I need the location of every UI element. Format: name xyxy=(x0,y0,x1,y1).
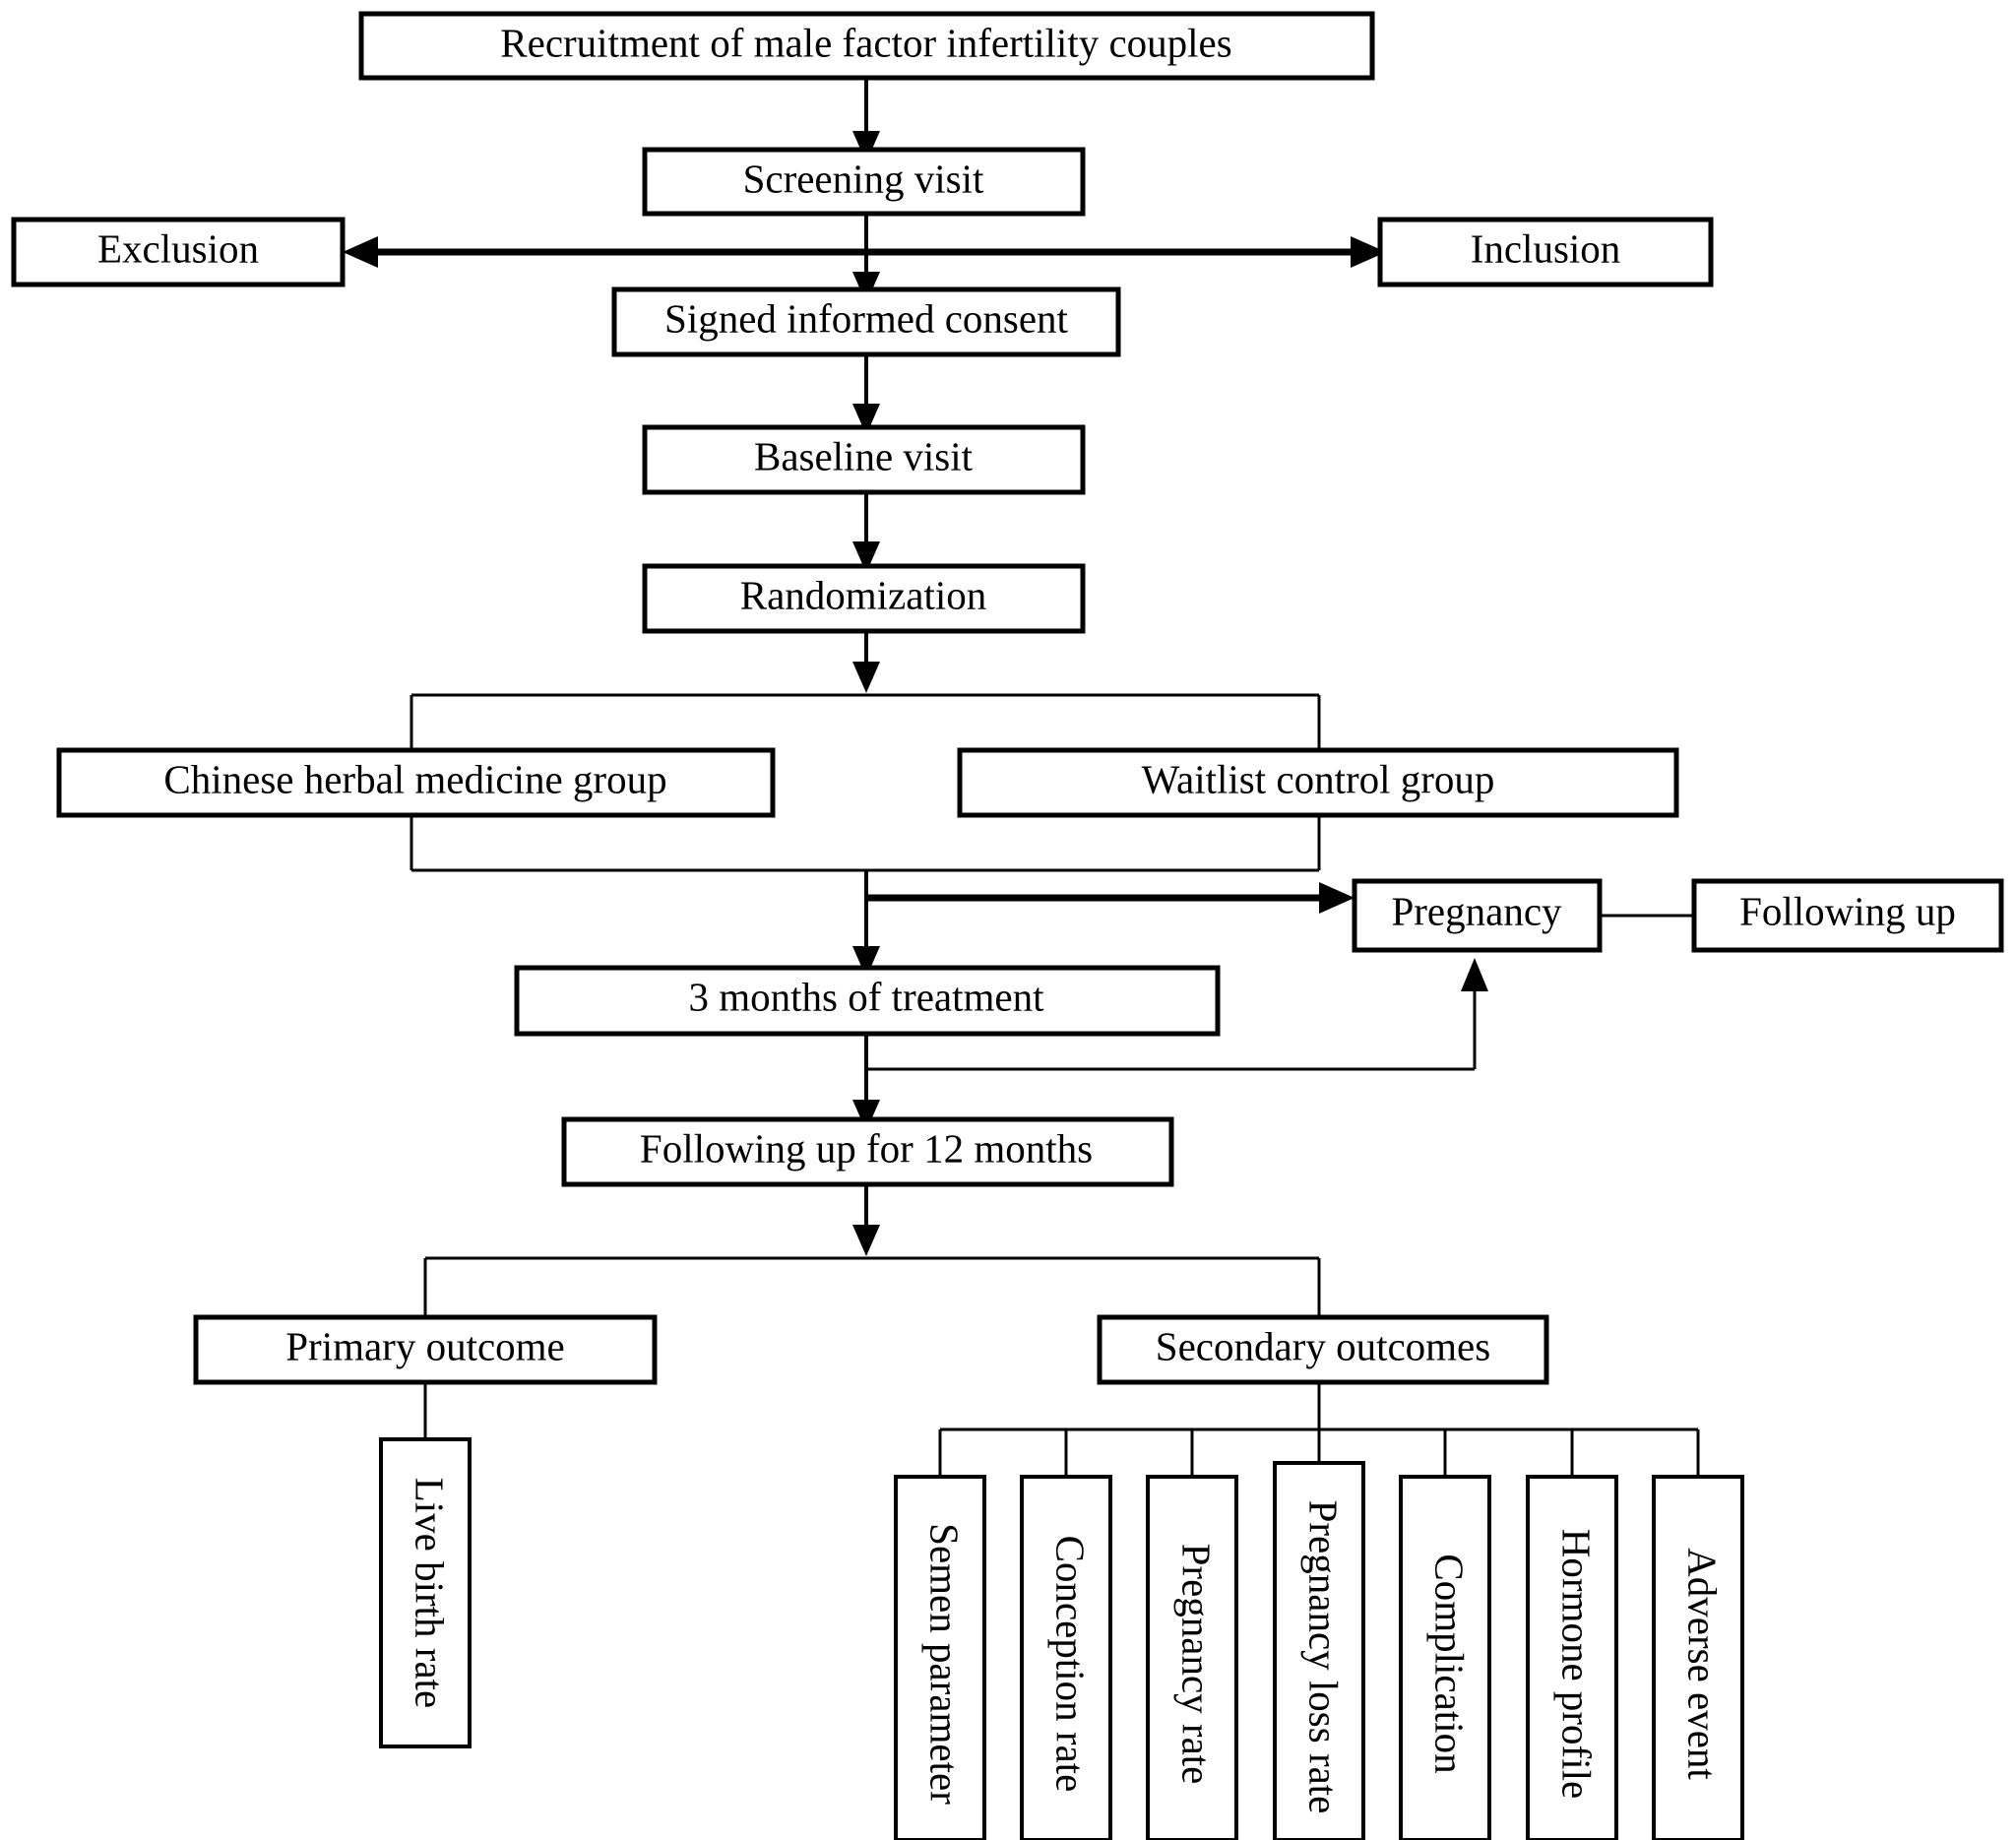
connector-groups-merge xyxy=(852,870,880,978)
node-baseline-visit[interactable]: Baseline visit xyxy=(642,424,1086,495)
connector-recruitment-to-screening xyxy=(852,78,880,162)
node-primary-outcome-label: Primary outcome xyxy=(285,1323,565,1368)
node-secondary-adverse-event[interactable]: Adverse event xyxy=(1652,1475,1744,1840)
node-secondary-conception-rate-label: Conception rate xyxy=(1048,1536,1094,1793)
connector-treatment-to-followup xyxy=(852,1034,880,1131)
node-secondary-complication[interactable]: Complication xyxy=(1399,1475,1491,1840)
node-secondary-adverse-event-label: Adverse event xyxy=(1680,1548,1726,1780)
node-signed-informed-consent[interactable]: Signed informed consent xyxy=(611,286,1121,357)
connector-randomization-to-groups xyxy=(852,631,880,693)
node-followup-12-months[interactable]: Following up for 12 months xyxy=(561,1116,1174,1187)
node-secondary-pregnancy-loss-rate[interactable]: Pregnancy loss rate xyxy=(1273,1461,1365,1840)
node-primary-outcome[interactable]: Primary outcome xyxy=(193,1314,658,1385)
node-secondary-semen-parameter-label: Semen parameter xyxy=(922,1523,968,1805)
node-following-up-label: Following up xyxy=(1739,888,1956,933)
node-baseline-visit-label: Baseline visit xyxy=(754,433,974,478)
node-screening-visit[interactable]: Screening visit xyxy=(642,147,1086,217)
node-screening-visit-label: Screening visit xyxy=(743,156,984,201)
node-secondary-complication-label: Complication xyxy=(1427,1554,1473,1773)
node-secondary-semen-parameter[interactable]: Semen parameter xyxy=(894,1475,986,1840)
node-exclusion-label: Exclusion xyxy=(97,225,259,271)
connector-treatment-to-pregnancy xyxy=(866,958,1488,1071)
node-secondary-pregnancy-rate-label: Pregnancy rate xyxy=(1174,1544,1220,1785)
node-randomization[interactable]: Randomization xyxy=(642,563,1086,634)
node-secondary-outcomes[interactable]: Secondary outcomes xyxy=(1097,1314,1549,1385)
node-pregnancy[interactable]: Pregnancy xyxy=(1352,878,1603,953)
node-pregnancy-label: Pregnancy xyxy=(1391,888,1562,933)
node-inclusion-label: Inclusion xyxy=(1471,225,1621,271)
node-secondary-pregnancy-rate[interactable]: Pregnancy rate xyxy=(1146,1475,1238,1840)
node-waitlist-group-label: Waitlist control group xyxy=(1142,756,1495,801)
node-recruitment-label: Recruitment of male factor infertility c… xyxy=(500,20,1231,65)
node-consent-label: Signed informed consent xyxy=(664,295,1069,341)
connector-followup-to-outcomes xyxy=(852,1184,880,1256)
node-randomization-label: Randomization xyxy=(740,572,987,617)
node-live-birth-rate-label: Live birth rate xyxy=(408,1478,453,1709)
connector-consent-to-baseline xyxy=(852,354,880,435)
node-recruitment[interactable]: Recruitment of male factor infertility c… xyxy=(358,11,1375,81)
node-exclusion[interactable]: Exclusion xyxy=(11,217,346,287)
node-secondary-conception-rate[interactable]: Conception rate xyxy=(1020,1475,1112,1840)
node-secondary-hormone-profile-label: Hormone profile xyxy=(1554,1529,1600,1799)
node-chinese-herbal-medicine-group[interactable]: Chinese herbal medicine group xyxy=(56,747,776,818)
node-secondary-pregnancy-loss-rate-label: Pregnancy loss rate xyxy=(1301,1500,1347,1814)
node-following-up[interactable]: Following up xyxy=(1691,878,2004,953)
node-treatment-label: 3 months of treatment xyxy=(689,974,1045,1019)
node-secondary-hormone-profile[interactable]: Hormone profile xyxy=(1526,1475,1618,1840)
node-waitlist-control-group[interactable]: Waitlist control group xyxy=(957,747,1679,818)
connector-merge-to-pregnancy xyxy=(866,882,1354,914)
node-inclusion[interactable]: Inclusion xyxy=(1377,217,1714,287)
node-treatment[interactable]: 3 months of treatment xyxy=(514,965,1221,1037)
node-secondary-outcomes-label: Secondary outcomes xyxy=(1156,1323,1490,1368)
connector-exclusion-inclusion xyxy=(343,236,1386,268)
secondary-fanout-bracket xyxy=(938,1382,1700,1477)
connector-baseline-to-randomization xyxy=(852,492,880,573)
node-followup-12-label: Following up for 12 months xyxy=(640,1125,1093,1171)
outcomes-split-bracket xyxy=(423,1256,1321,1319)
node-live-birth-rate[interactable]: Live birth rate xyxy=(379,1437,472,1748)
node-chm-group-label: Chinese herbal medicine group xyxy=(163,756,666,801)
